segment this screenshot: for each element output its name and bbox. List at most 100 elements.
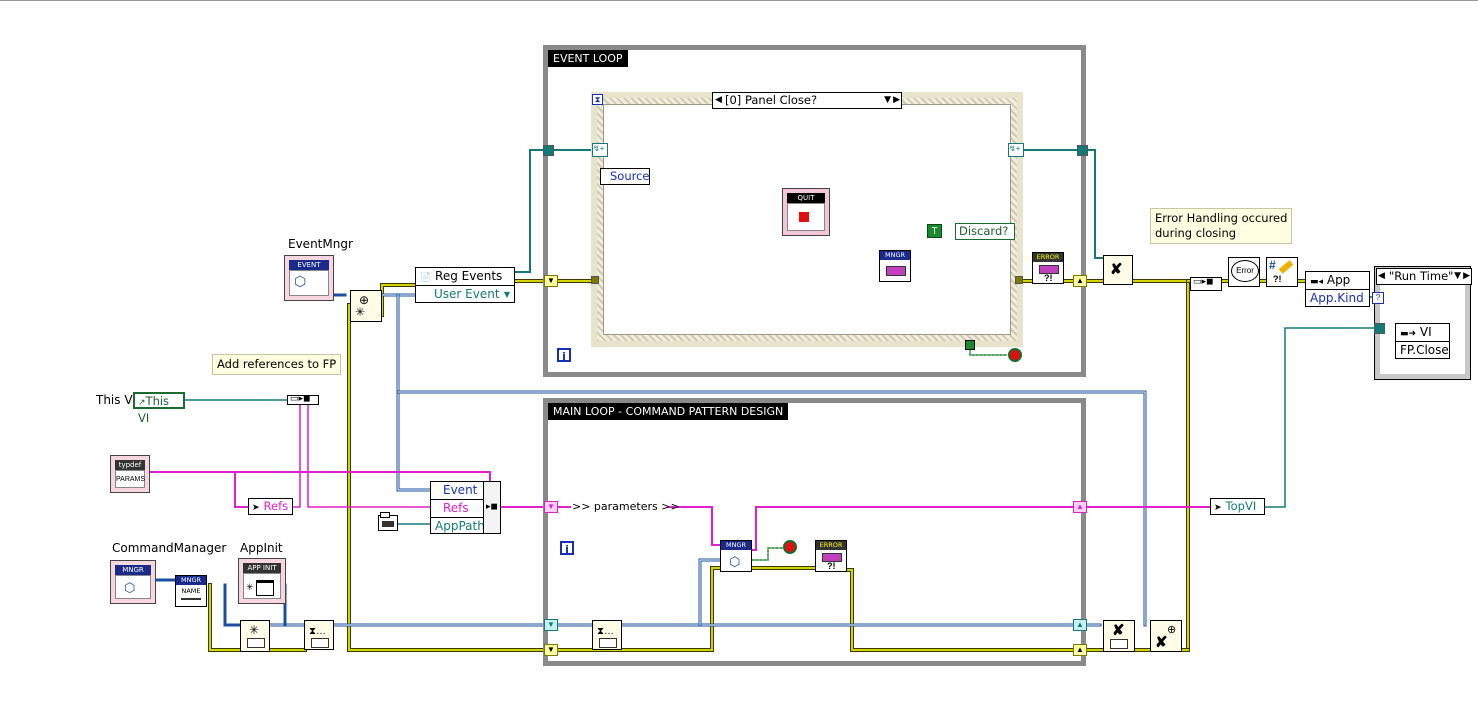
app-kind-item[interactable]: App.Kind (1306, 289, 1369, 307)
reg-events-node[interactable]: 📄 Reg Events User Event▼ (415, 267, 515, 303)
app-property-node[interactable]: ▬◂ App App.Kind (1305, 271, 1370, 307)
event-loop-sr-right: ▲ (1073, 275, 1087, 287)
vi-invoke-node[interactable]: ▬➜ VI FP.Close (1395, 323, 1450, 359)
main-loop-error-sr-left: ▼ (544, 644, 558, 656)
merge-icon: ▭▸◼ (1193, 276, 1214, 286)
vi-invoke-title: ▬➜ VI (1400, 325, 1432, 339)
release-queue-node[interactable]: ✘ (1103, 620, 1135, 652)
name-label: NAME (181, 587, 201, 595)
main-loop-error-sr-right: ▲ (1073, 644, 1087, 656)
spark-icon: ✳ (355, 305, 366, 319)
app-path-icon[interactable] (378, 512, 398, 531)
to-more-specific-node[interactable]: ▭▸◼ (287, 393, 319, 405)
event-data-source[interactable]: Source (600, 168, 650, 185)
simple-error-handler-node[interactable]: Error (1228, 257, 1260, 287)
commandmanager-constant-icon[interactable]: MNGR ⬡ (110, 560, 156, 604)
dequeue-element-node[interactable]: ⧗… (592, 620, 622, 650)
error-handling-note: Error Handling occured during closing (1150, 208, 1293, 244)
eventmngr-constant-icon[interactable]: EVENT ⬡ (284, 255, 334, 301)
unregister-events-node[interactable]: ✘ (1103, 255, 1133, 285)
event-loop-stop-icon[interactable] (1008, 348, 1022, 362)
eventmngr-label: EventMngr (288, 237, 353, 251)
parameters-label: >> parameters >> (572, 500, 680, 513)
clear-errors-node[interactable]: # ?! (1266, 257, 1298, 287)
reg-events-item[interactable]: User Event▼ (416, 285, 514, 303)
arrow-right-icon: ➤ (1214, 503, 1222, 513)
destroy-event-node[interactable]: ⊕ ✘ (1150, 620, 1182, 652)
main-loop-class-sr-right: ▲ (1073, 619, 1087, 631)
error-handler-subvi[interactable]: ERROR ?! (1032, 252, 1064, 284)
error-question-icon: ?! (827, 561, 836, 571)
topvi-bundle[interactable]: ➤TopVI (1210, 498, 1265, 515)
bundle-by-name-node[interactable]: Event Refs AppPath ▸◼ (430, 481, 501, 534)
merge-errors-node[interactable]: ▭▸◼ (1190, 276, 1222, 291)
discard-terminal[interactable]: Discard? (955, 223, 1015, 240)
dequeue-icon: ⧗… (597, 626, 615, 637)
event-loop-iteration-tunnel (965, 340, 975, 350)
event-case-selector[interactable]: ◀ [0] Panel Close? ▼ ▶ (712, 92, 902, 109)
commandmanager-label: CommandManager (112, 541, 227, 555)
error-queue-icon (1039, 265, 1059, 274)
fp-close-item[interactable]: FP.Close (1396, 341, 1449, 359)
main-loop-class-sr-left: ▼ (544, 619, 558, 631)
queue-icon (599, 638, 617, 648)
error-bubble-icon: Error (1231, 260, 1259, 282)
dynamic-event-terminal-right: ↯+ (1008, 143, 1024, 157)
mngr-name-subvi[interactable]: MNGR NAME (175, 575, 207, 607)
hash-eraser-icon: # (1269, 258, 1276, 272)
class-cube-icon: ⬡ (729, 554, 741, 569)
spark-icon: ✳ (249, 623, 260, 637)
destroy-icon: ✘ (1155, 634, 1168, 651)
bundle-item-refs[interactable]: Refs (431, 499, 500, 517)
refs-bundle[interactable]: ➤Refs (248, 498, 293, 515)
case-dropdown-icon[interactable]: ▼ (1454, 271, 1461, 281)
params-typedef-icon[interactable]: typdef PARAMS (110, 455, 150, 493)
event-loop-iteration-icon: i (557, 348, 571, 363)
top-border (0, 0, 1478, 1)
create-event-node[interactable]: ⊕ ✳ (350, 290, 382, 322)
appinit-label: AppInit (240, 541, 283, 555)
event-error-tunnel (591, 276, 599, 284)
cube-icon: ⬡ (124, 580, 136, 595)
case-vi-ref-tunnel (1374, 323, 1385, 334)
main-error-handler-subvi[interactable]: ERROR ?! (815, 540, 847, 572)
case-left-arrow-icon[interactable]: ◀ (1378, 271, 1385, 281)
selector-left-arrow-icon[interactable]: ◀ (715, 95, 722, 105)
quit-button-icon[interactable]: QUIT (782, 188, 830, 236)
event-gear-icon: ⊕ (1167, 624, 1177, 636)
destroy-icon: ✘ (1112, 622, 1125, 639)
event-loop-title: EVENT LOOP (548, 50, 628, 67)
queue-icon (1110, 639, 1128, 649)
dropdown-icon: ▼ (503, 290, 510, 299)
this-vi-ref[interactable]: ↗This VI (133, 392, 185, 425)
error-queue-icon (822, 553, 842, 562)
arrow-right-icon: ➤ (252, 503, 260, 513)
bundle-item-apppath[interactable]: AppPath (431, 517, 500, 535)
main-loop-stop-icon[interactable] (783, 540, 797, 554)
main-loop-iteration-icon: i (560, 541, 574, 556)
event-ref-tunnel-left (543, 145, 554, 156)
case-right-arrow-icon[interactable]: ▶ (1463, 271, 1470, 281)
mngr-dispatch-subvi[interactable]: MNGR ⬡ (720, 540, 752, 572)
app-property-title: ▬◂ App (1310, 273, 1351, 287)
event-gear-icon: ⊕ (359, 293, 370, 307)
question-icon: ?! (1273, 274, 1282, 284)
event-case-label: [0] Panel Close? (725, 93, 818, 107)
dynamic-event-terminal-left: ↯+ (592, 143, 608, 157)
main-loop-cluster-sr-left: ▼ (544, 501, 558, 513)
selector-right-arrow-icon[interactable]: ▶ (893, 95, 900, 105)
queue-icon (311, 638, 329, 648)
main-loop-cluster-sr-right: ▲ (1073, 501, 1087, 513)
event-ref-tunnel-right (1077, 145, 1088, 156)
ref-arrow-icon: ↗ (138, 398, 146, 408)
mngr-send-subvi[interactable]: MNGR (879, 250, 911, 282)
true-constant[interactable]: T (927, 224, 942, 238)
obtain-queue-node[interactable]: ✳ (240, 620, 270, 652)
bundle-item-event[interactable]: Event (443, 483, 478, 497)
appinit-constant-icon[interactable]: APP INIT ✳ (238, 558, 286, 604)
enqueue-node[interactable]: ⧗… (304, 620, 334, 650)
case-selector[interactable]: ◀ "Run Time" ▼ ▶ (1376, 268, 1472, 285)
selector-dropdown-icon[interactable]: ▼ (884, 95, 891, 105)
event-loop-sr-left: ▼ (544, 275, 558, 287)
reg-events-title: 📄 Reg Events (420, 269, 503, 283)
